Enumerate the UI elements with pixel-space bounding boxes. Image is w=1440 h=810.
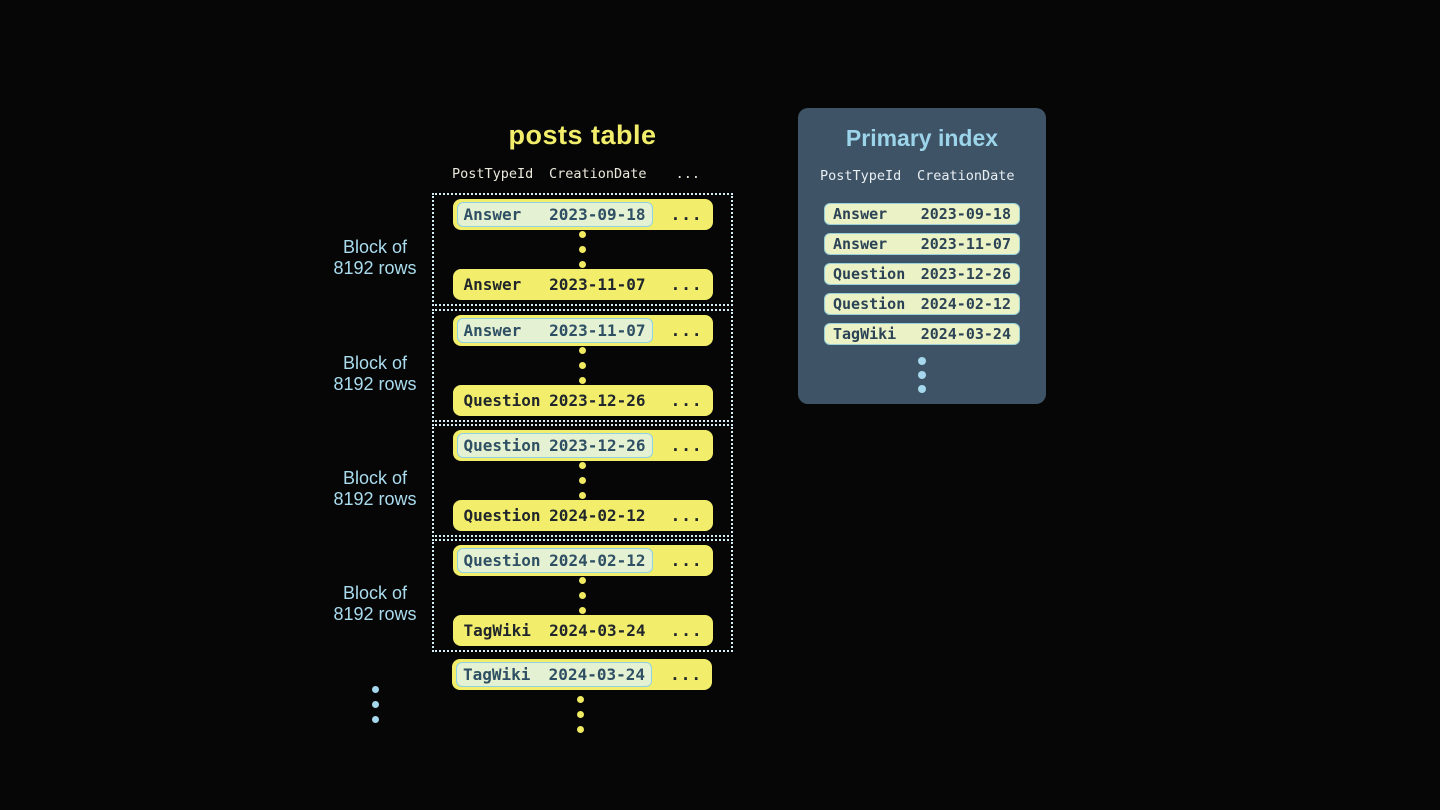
posts-block-4: Question 2024-02-12 ... TagWiki 2024-03-… — [432, 539, 733, 652]
row-values: TagWiki 2024-03-24 — [457, 618, 653, 643]
index-row: Answer 2023-09-18 — [824, 203, 1020, 225]
vertical-ellipsis — [579, 231, 586, 268]
row-posttypeid: TagWiki — [463, 665, 531, 684]
vertical-ellipsis — [372, 686, 379, 723]
row-posttypeid: Question — [833, 265, 906, 283]
column-header-ellipsis: ... — [675, 166, 700, 182]
row-posttypeid: TagWiki — [463, 621, 531, 640]
row-posttypeid: TagWiki — [833, 325, 897, 343]
row-more-columns: ... — [670, 205, 703, 224]
row-posttypeid: Question — [463, 506, 541, 525]
primary-index-column-headers: PostTypeId CreationDate — [820, 168, 1046, 184]
row-creationdate: 2023-11-07 — [920, 235, 1011, 253]
block-label-line1: Block of — [342, 468, 408, 488]
row-creationdate: 2023-12-26 — [549, 391, 646, 410]
row-creationdate: 2024-02-12 — [549, 551, 646, 570]
primary-index-rows: Answer 2023-09-18 Answer 2023-11-07 Ques… — [824, 203, 1020, 345]
posts-block-3: Question 2023-12-26 ... Question 2024-02… — [432, 424, 733, 537]
vertical-ellipsis — [579, 462, 586, 499]
row-more-columns: ... — [670, 436, 703, 455]
row-more-columns: ... — [670, 275, 703, 294]
block-label-line2: 8192 rows — [333, 374, 417, 394]
row-posttypeid: Question — [463, 436, 541, 455]
block-label-line1: Block of — [342, 237, 408, 257]
table-row: TagWiki 2024-03-24 ... — [452, 615, 713, 646]
row-creationdate: 2024-03-24 — [549, 621, 646, 640]
posts-block-2: Answer 2023-11-07 ... Question 2023-12-2… — [432, 309, 733, 422]
block-label-line1: Block of — [342, 583, 408, 603]
index-row: Answer 2023-11-07 — [824, 233, 1020, 255]
block-label-line2: 8192 rows — [333, 258, 417, 278]
block-label: Block of 8192 rows — [300, 468, 450, 510]
row-posttypeid: Question — [463, 391, 541, 410]
column-header-creationdate: CreationDate — [917, 168, 1015, 184]
row-creationdate: 2024-03-24 — [920, 325, 1011, 343]
posts-table-title: posts table — [508, 120, 657, 150]
indexed-entry-highlight: Answer 2023-11-07 — [456, 318, 653, 343]
row-more-columns: ... — [670, 321, 703, 340]
table-row: TagWiki 2024-03-24 ... — [452, 659, 712, 690]
row-values: Question 2024-02-12 — [457, 503, 653, 528]
block-label: Block of 8192 rows — [300, 237, 450, 279]
row-creationdate: 2023-11-07 — [549, 275, 646, 294]
row-more-columns: ... — [670, 665, 702, 684]
table-row: Question 2023-12-26 ... — [452, 430, 713, 461]
index-row: TagWiki 2024-03-24 — [824, 323, 1020, 345]
vertical-ellipsis — [579, 347, 586, 384]
block-label: Block of 8192 rows — [300, 583, 450, 625]
primary-index-title: Primary index — [845, 125, 999, 151]
row-creationdate: 2024-02-12 — [920, 295, 1011, 313]
row-creationdate: 2023-09-18 — [920, 205, 1011, 223]
row-creationdate: 2024-03-24 — [548, 665, 645, 684]
block-label: Block of 8192 rows — [300, 353, 450, 395]
block-label-line1: Block of — [342, 353, 408, 373]
row-creationdate: 2023-11-07 — [549, 321, 646, 340]
row-creationdate: 2023-09-18 — [549, 205, 646, 224]
row-posttypeid: Answer — [833, 205, 888, 223]
row-values: Question 2023-12-26 — [457, 388, 653, 413]
row-values: Answer 2023-11-07 — [457, 272, 653, 297]
row-more-columns: ... — [670, 551, 703, 570]
indexed-entry-highlight: Question 2024-02-12 — [456, 548, 653, 573]
indexed-entry-highlight: Question 2023-12-26 — [456, 433, 653, 458]
row-more-columns: ... — [670, 506, 703, 525]
row-creationdate: 2023-12-26 — [549, 436, 646, 455]
row-more-columns: ... — [670, 391, 703, 410]
table-row: Question 2024-02-12 ... — [452, 500, 713, 531]
row-more-columns: ... — [670, 621, 703, 640]
row-posttypeid: Answer — [463, 321, 522, 340]
table-row: Question 2024-02-12 ... — [452, 545, 713, 576]
posts-table-column-headers: PostTypeId CreationDate ... — [452, 166, 712, 182]
column-header-posttypeid: PostTypeId — [820, 168, 902, 184]
table-row: Answer 2023-11-07 ... — [452, 269, 713, 300]
indexed-entry-highlight: TagWiki 2024-03-24 — [456, 662, 652, 687]
column-header-creationdate: CreationDate — [549, 166, 647, 182]
column-header-posttypeid: PostTypeId — [452, 166, 534, 182]
primary-index-panel: Primary index PostTypeId CreationDate An… — [798, 108, 1046, 404]
block-label-line2: 8192 rows — [333, 489, 417, 509]
table-row: Answer 2023-11-07 ... — [452, 315, 713, 346]
index-row: Question 2023-12-26 — [824, 263, 1020, 285]
vertical-ellipsis — [918, 357, 926, 393]
index-row: Question 2024-02-12 — [824, 293, 1020, 315]
indexed-entry-highlight: Answer 2023-09-18 — [456, 202, 653, 227]
row-posttypeid: Answer — [463, 275, 522, 294]
row-posttypeid: Question — [833, 295, 906, 313]
row-posttypeid: Question — [463, 551, 541, 570]
row-posttypeid: Answer — [463, 205, 522, 224]
row-creationdate: 2023-12-26 — [920, 265, 1011, 283]
row-creationdate: 2024-02-12 — [549, 506, 646, 525]
vertical-ellipsis — [577, 696, 584, 733]
posts-block-1: Answer 2023-09-18 ... Answer 2023-11-07 … — [432, 193, 733, 306]
table-row: Question 2023-12-26 ... — [452, 385, 713, 416]
table-row: Answer 2023-09-18 ... — [452, 199, 713, 230]
vertical-ellipsis — [579, 577, 586, 614]
block-label-line2: 8192 rows — [333, 604, 417, 624]
row-posttypeid: Answer — [833, 235, 888, 253]
vertical-ellipsis-container — [798, 357, 1046, 393]
